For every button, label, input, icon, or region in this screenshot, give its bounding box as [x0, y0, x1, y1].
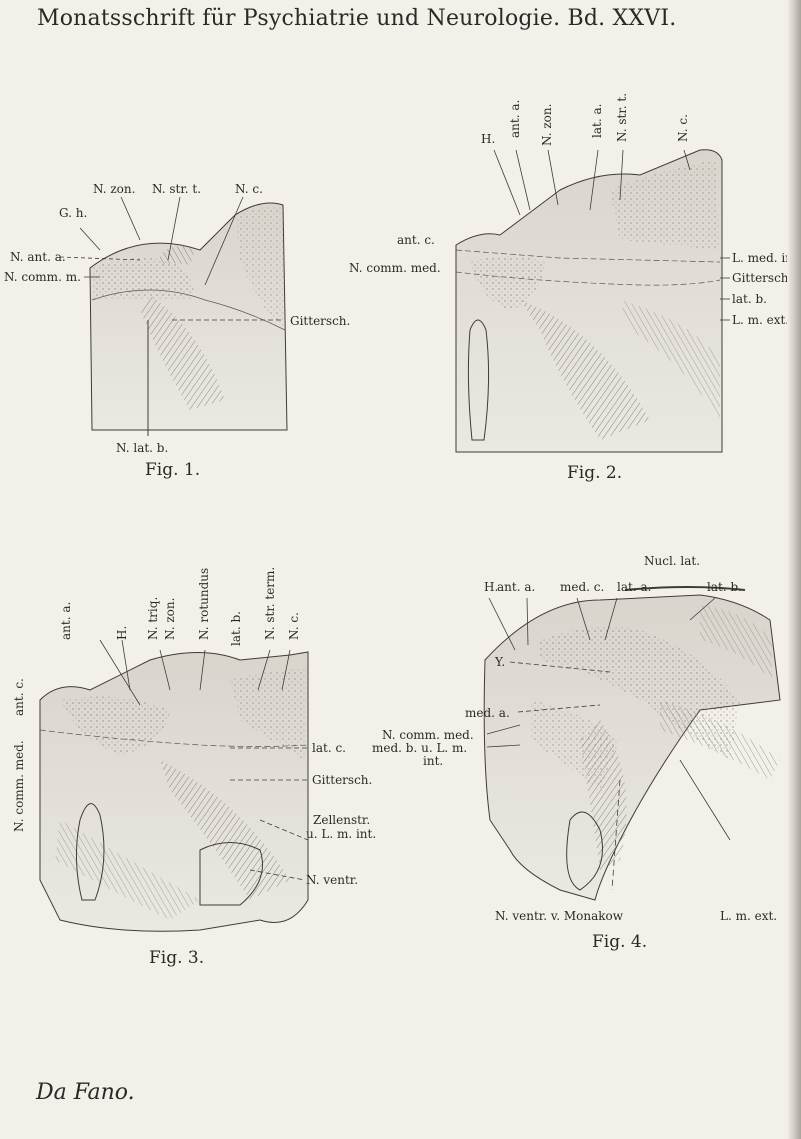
fig2-label-l-med-int: L. med. int. [732, 251, 801, 265]
fig2-label-lat-b: lat. b. [732, 292, 767, 306]
fig1-label-n-comm-m: N. comm. m. [4, 270, 81, 284]
fig3-label-zellenstr-2: u. L. m. int. [306, 827, 377, 841]
fig3-label-n-triq: N. triq. [146, 596, 160, 640]
fig3-label-zellenstr-1: Zellenstr. [313, 813, 371, 827]
fig2-label-ant-c: ant. c. [397, 233, 435, 247]
fig3-label-lat-c: lat. c. [312, 741, 346, 755]
figure-4-drawing [483, 586, 781, 901]
fig1-label-n-ant-a: N. ant. a. [10, 250, 66, 264]
fig1-label-n-c: N. c. [235, 182, 263, 196]
fig4-label-l-m-ext: L. m. ext. [720, 909, 778, 923]
fig1-label-n-str-t: N. str. t. [152, 182, 202, 196]
fig3-label-n-ventr: N. ventr. [306, 873, 359, 887]
fig3-label-gittersch: Gittersch. [312, 773, 373, 787]
author-signature: Da Fano. [36, 1080, 135, 1105]
fig1-label-g-h: G. h. [59, 206, 88, 220]
fig4-label-y: Y. [495, 655, 506, 669]
page-header: Monatsschrift für Psychiatrie und Neurol… [37, 6, 677, 31]
fig4-label-med-a: med. a. [465, 706, 510, 720]
fig2-label-n-comm-med: N. comm. med. [349, 261, 441, 275]
fig4-label-h: H. [484, 580, 499, 594]
fig2-label-h: H. [481, 132, 496, 146]
fig4-label-lat-a: lat. a. [617, 580, 652, 594]
fig3-label-ant-c: ant. c. [12, 678, 26, 716]
figure-1-drawing [59, 196, 288, 436]
fig4-label-lat-b: lat. b. [707, 580, 742, 594]
fig1-label-gittersch: Gittersch. [290, 314, 351, 328]
fig3-label-n-c: N. c. [287, 612, 301, 640]
fig4-label-n-ventr: N. ventr. v. Monakow [495, 909, 623, 923]
fig2-label-n-zon: N. zon. [540, 103, 554, 146]
fig2-label-n-str-t: N. str. t. [615, 92, 629, 142]
fig3-label-n-rotundus: N. rotundus [197, 567, 211, 640]
figure-4-caption: Fig. 4. [592, 932, 648, 952]
figure-1-caption: Fig. 1. [145, 460, 201, 480]
fig3-label-n-comm-med: N. comm. med. [12, 740, 26, 832]
figure-2-drawing [455, 149, 730, 453]
fig3-label-n-zon: N. zon. [163, 597, 177, 640]
fig2-label-gittersch: Gittersch. [732, 271, 793, 285]
page-edge-shadow [787, 0, 801, 1139]
fig3-label-ant-a: ant. a. [59, 601, 73, 640]
fig4-label-med-c: med. c. [560, 580, 605, 594]
fig3-label-n-str-term: N. str. term. [263, 566, 277, 640]
fig2-label-n-c: N. c. [676, 114, 690, 142]
fig2-label-lat-a: lat. a. [590, 103, 604, 138]
fig4-label-ant-a: ant. a. [497, 580, 536, 594]
fig3-label-h: H. [115, 625, 129, 640]
fig2-label-l-m-ext: L. m. ext. [732, 313, 790, 327]
figure-3-drawing [39, 639, 309, 932]
fig4-label-n-comm-med: N. comm. med. [382, 728, 474, 742]
fig3-label-lat-b: lat. b. [229, 611, 243, 646]
fig4-label-med-b-1: med. b. u. L. m. [372, 741, 468, 755]
fig2-label-ant-a: ant. a. [508, 99, 522, 138]
fig4-label-med-b-2: int. [423, 754, 444, 768]
figure-2-caption: Fig. 2. [567, 463, 623, 483]
fig1-label-n-lat-b: N. lat. b. [116, 441, 169, 455]
figure-3-caption: Fig. 3. [149, 948, 205, 968]
fig1-label-n-zon: N. zon. [93, 182, 136, 196]
fig4-label-nucl-lat: Nucl. lat. [644, 554, 701, 568]
